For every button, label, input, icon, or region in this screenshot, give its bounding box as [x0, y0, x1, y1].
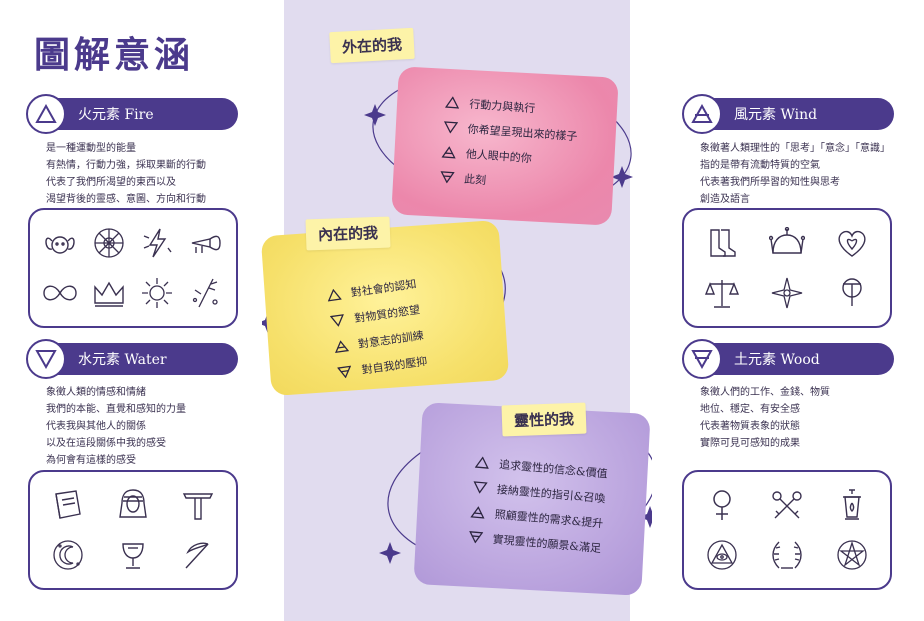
fire-triangle-icon [327, 288, 342, 302]
water-header: 水元素 Water [26, 339, 238, 379]
inner-item: 對自我的壓抑 [337, 353, 428, 381]
outer-item-label: 行動力與執行 [468, 97, 536, 116]
tau-cross-icon [165, 480, 230, 530]
moon-orb-icon [36, 530, 101, 580]
book-icon [36, 480, 101, 530]
air-triangle-icon [441, 146, 456, 159]
sun-icon [133, 268, 182, 318]
earth-triangle-icon [440, 171, 455, 184]
fire-symbols-box [28, 208, 238, 328]
tau-sun-icon [819, 268, 884, 318]
water-desc-line: 以及在這段關係中我的感受 [46, 438, 166, 449]
wind-label: 風元素 Wind [734, 107, 818, 123]
wind-desc-line: 代表著我們所學習的知性與思考 [700, 177, 840, 188]
outer-self-tag: 外在的我 [329, 27, 415, 64]
outer-item-label: 你希望呈現出來的樣子 [467, 122, 578, 144]
water-triangle-icon [26, 339, 66, 379]
outer-item: 此刻 [440, 169, 575, 194]
spirit-item-label: 照顧靈性的需求&提升 [494, 507, 604, 531]
fire-desc-line: 有熱情，行動力強，採取果斷的行動 [46, 160, 206, 171]
outer-item-label: 他人眼中的你 [465, 147, 533, 166]
wood-desc-line: 代表著物質表象的狀態 [700, 421, 800, 432]
water-symbols-box [28, 470, 238, 590]
crown-icon [85, 268, 134, 318]
fire-header: 火元素 Fire [26, 94, 238, 134]
inner-self-tag: 內在的我 [305, 216, 391, 251]
spirit-item: 接納靈性的指引&召喚 [472, 479, 606, 507]
venus-symbol-icon [690, 480, 755, 530]
water-desc-line: 象徵人類的情感和情緒 [46, 387, 146, 398]
air-triangle-icon [334, 340, 350, 354]
air-triangle-icon [470, 506, 485, 519]
wood-symbols-box [682, 470, 892, 590]
outer-item: 他人眼中的你 [441, 144, 576, 169]
lightning-icon [133, 218, 182, 268]
inner-item-label: 對物質的慾望 [353, 303, 421, 326]
earth-triangle-icon [337, 365, 352, 379]
wind-symbols-box [682, 208, 892, 328]
spirit-item: 追求靈性的信念&價值 [474, 454, 609, 482]
laurel-wreath-icon [755, 530, 820, 580]
earth-triangle-icon [682, 339, 722, 379]
wood-desc-line: 象徵人們的工作、金錢、物質 [700, 387, 830, 398]
fire-triangle-icon [474, 456, 489, 469]
wood-label: 土元素 Wood [734, 352, 820, 368]
spiritual-self-tag: 靈性的我 [501, 402, 587, 437]
scythe-icon [165, 530, 230, 580]
inner-item: 對意志的訓練 [333, 327, 424, 355]
ram-icon [36, 218, 85, 268]
inner-item: 對物質的慾望 [329, 301, 421, 329]
water-desc-line: 我們的本能、直覺和感知的力量 [46, 404, 186, 415]
wood-desc-line: 實際可見可感知的成果 [700, 438, 800, 449]
lantern-icon [819, 480, 884, 530]
eye-triangle-icon [690, 530, 755, 580]
air-triangle-icon [682, 94, 722, 134]
outer-item: 你希望呈現出來的樣子 [443, 119, 578, 144]
inner-item: 對社會的認知 [326, 275, 417, 303]
jester-hat-icon [755, 218, 820, 268]
water-desc-line: 為何會有這樣的感受 [46, 455, 136, 466]
water-triangle-icon [329, 314, 344, 327]
page-title: 圖解意涵 [34, 34, 195, 76]
fire-triangle-icon [445, 96, 460, 109]
water-label: 水元素 Water [78, 352, 167, 368]
fire-label: 火元素 Fire [78, 107, 154, 123]
star-burst-icon [755, 268, 820, 318]
fire-triangle-icon [26, 94, 66, 134]
wind-desc-line: 指的是帶有流動特質的空氣 [700, 160, 820, 171]
fire-desc-line: 代表了我們所渴望的東西以及 [46, 177, 176, 188]
chalice-icon [101, 530, 166, 580]
wind-desc-line: 創造及語言 [700, 194, 750, 205]
wood-header: 土元素 Wood [682, 339, 894, 379]
heart-icon [819, 218, 884, 268]
pentacle-icon [819, 530, 884, 580]
outer-item: 行動力與執行 [445, 94, 580, 119]
spirit-item-label: 接納靈性的指引&召喚 [496, 482, 606, 506]
earth-triangle-icon [469, 531, 484, 544]
wand-icon [182, 268, 231, 318]
fire-desc-line: 是一種運動型的能量 [46, 143, 136, 154]
spirit-item: 實現靈性的願景&滿足 [468, 529, 602, 557]
fire-desc-line: 渴望背後的靈感、意圖、方向和行動 [46, 194, 206, 205]
trumpet-icon [182, 218, 231, 268]
water-triangle-icon [443, 121, 459, 134]
inner-item-label: 對意志的訓練 [357, 328, 425, 352]
water-triangle-icon [473, 481, 488, 494]
wind-desc-line: 象徵著人類理性的「思考」「意念」「意識」 [700, 143, 890, 154]
spirit-item: 照顧靈性的需求&提升 [470, 504, 604, 532]
wood-desc-line: 地位、穩定、有安全感 [700, 404, 800, 415]
wind-header: 風元素 Wind [682, 94, 894, 134]
water-desc-line: 代表我與其他人的關係 [46, 421, 146, 432]
scales-icon [690, 268, 755, 318]
pharaoh-icon [101, 480, 166, 530]
crossed-keys-icon [755, 480, 820, 530]
boots-icon [690, 218, 755, 268]
outer-item-label: 此刻 [463, 172, 487, 187]
infinity-serpent-icon [36, 268, 85, 318]
wheel-icon [85, 218, 134, 268]
